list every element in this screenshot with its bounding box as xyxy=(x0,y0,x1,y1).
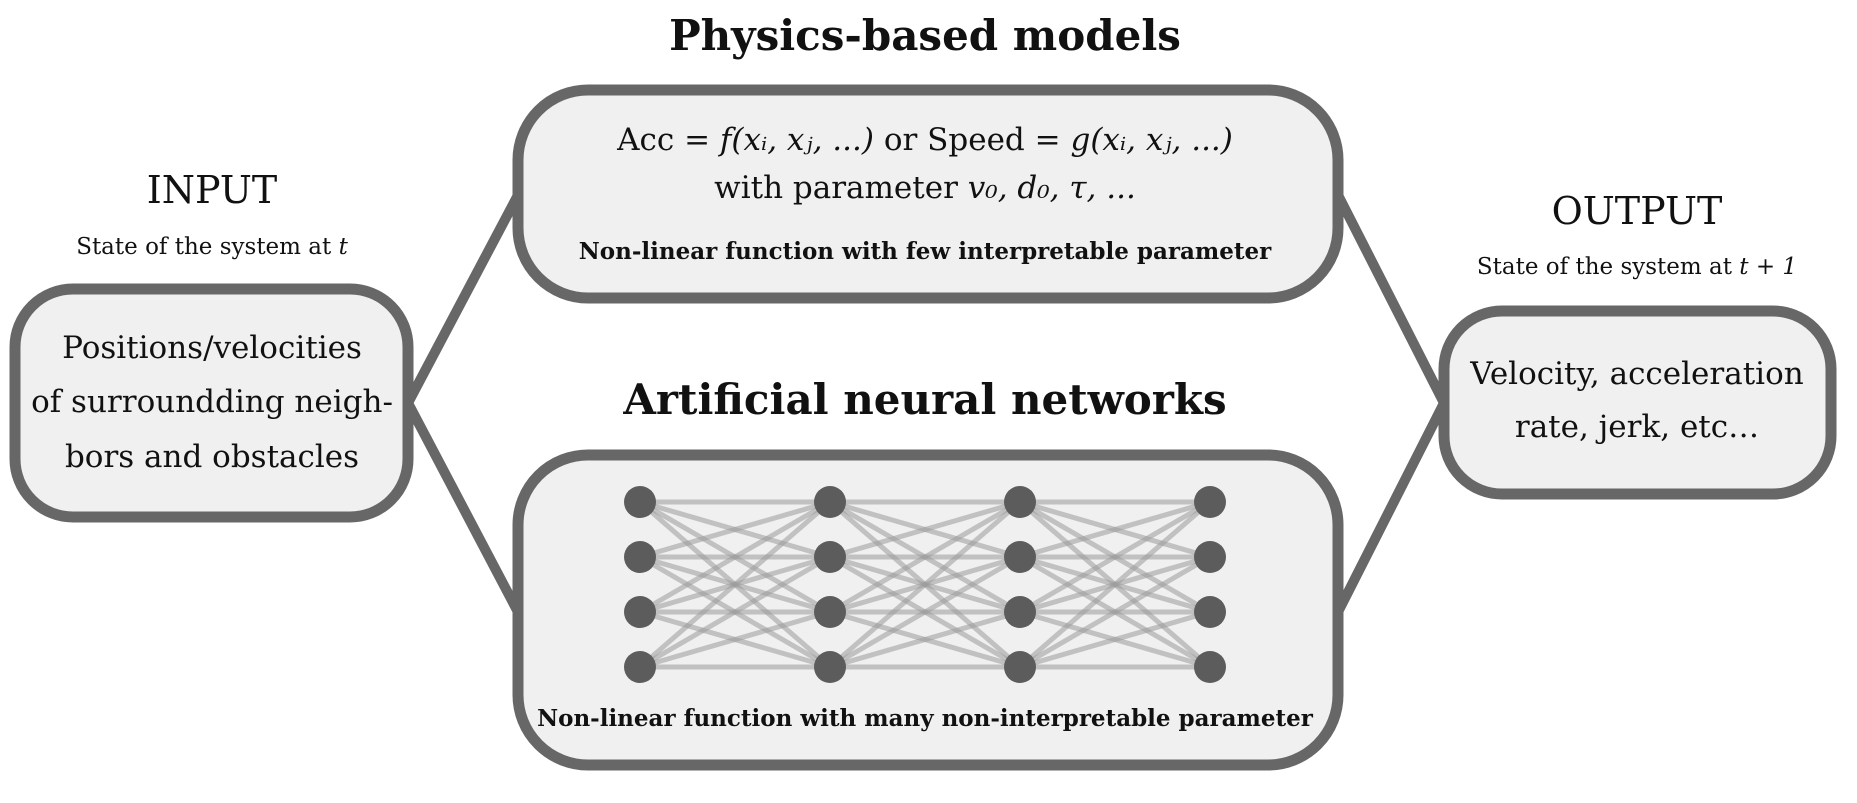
nn-node xyxy=(624,651,656,683)
nn-node xyxy=(814,651,846,683)
physics-section: Physics-based models Acc = f(xᵢ, xⱼ, ...… xyxy=(512,11,1344,304)
nn-edge xyxy=(638,500,832,669)
output-box xyxy=(1438,305,1837,500)
nn-node xyxy=(1194,596,1226,628)
nn-node xyxy=(1004,651,1036,683)
nn-node xyxy=(624,486,656,518)
nn-edge xyxy=(1018,500,1212,669)
nn-edge xyxy=(828,500,1022,669)
output-heading: OUTPUT xyxy=(1552,189,1723,233)
nn-edge xyxy=(1018,499,1212,615)
nn-node xyxy=(624,596,656,628)
nn-edge xyxy=(828,554,1022,670)
connector-input-to-physics xyxy=(403,190,523,408)
input-heading: INPUT xyxy=(147,168,278,212)
input-section: INPUT State of the system at t Positions… xyxy=(9,168,414,523)
nn-edge xyxy=(829,499,1021,560)
nn-edge xyxy=(639,499,831,560)
nn-node xyxy=(814,541,846,573)
physics-box xyxy=(512,84,1344,304)
ann-note: Non-linear function with many non-interp… xyxy=(537,705,1314,732)
neural-network-graphic xyxy=(624,486,1226,683)
output-section: OUTPUT State of the system at t + 1 Velo… xyxy=(1438,189,1837,500)
physics-equation: Acc = f(xᵢ, xⱼ, ...) or Speed = g(xᵢ, xⱼ… xyxy=(616,122,1233,158)
nn-node xyxy=(814,486,846,518)
input-box xyxy=(9,283,414,523)
input-caption: State of the system at t xyxy=(76,234,348,260)
connector-physics-to-output xyxy=(1333,190,1449,408)
nn-node xyxy=(1004,596,1036,628)
connector-ann-to-output xyxy=(1333,398,1449,617)
output-caption: State of the system at t + 1 xyxy=(1477,254,1797,280)
nn-node xyxy=(1194,541,1226,573)
ann-title: Artificial neural networks xyxy=(622,375,1226,424)
nn-node xyxy=(814,596,846,628)
input-box-line-2: of surroundding neigh- xyxy=(31,384,393,420)
nn-node xyxy=(1194,651,1226,683)
connector-input-to-ann xyxy=(403,398,523,617)
nn-edge xyxy=(1018,554,1212,670)
physics-note: Non-linear function with few interpretab… xyxy=(579,238,1272,265)
input-box-line-3: bors and obstacles xyxy=(65,439,359,475)
physics-parameters: with parameter v₀, d₀, τ, ... xyxy=(714,170,1136,206)
nn-node xyxy=(624,541,656,573)
nn-node xyxy=(1194,486,1226,518)
nn-edge xyxy=(639,609,831,670)
output-box-line-1: Velocity, acceleration xyxy=(1469,356,1803,392)
output-box-line-2: rate, jerk, etc… xyxy=(1515,409,1759,445)
nn-node xyxy=(1004,541,1036,573)
input-box-line-1: Positions/velocities xyxy=(62,330,362,366)
nn-edge xyxy=(828,499,1022,615)
nn-edge xyxy=(829,609,1021,670)
nn-edge xyxy=(638,554,832,670)
connectors xyxy=(403,190,1449,617)
nn-edge xyxy=(1019,499,1211,560)
nn-edge xyxy=(638,499,832,615)
nn-node xyxy=(1004,486,1036,518)
physics-title: Physics-based models xyxy=(669,11,1181,60)
ann-section: Artificial neural networks Non-linear fu… xyxy=(512,375,1344,771)
nn-edge xyxy=(1019,609,1211,670)
